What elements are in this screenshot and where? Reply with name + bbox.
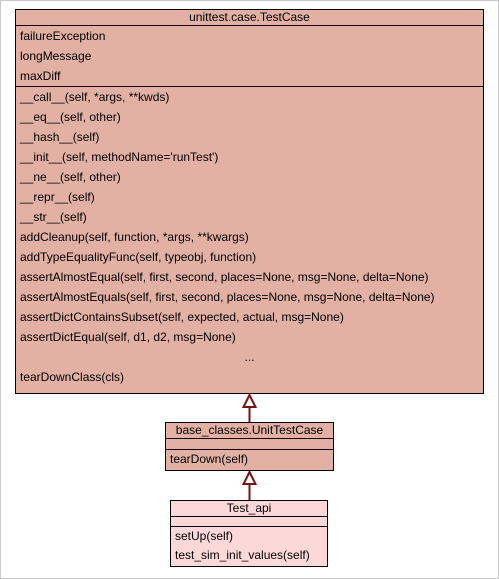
generalization-arrow [241,392,258,408]
method: __eq__(self, other) [20,110,121,124]
class-title: base_classes.UnitTestCase [166,423,333,439]
method: assertAlmostEquals(self, first, second, … [20,290,435,304]
class-unittestcase[interactable]: base_classes.UnitTestCase tearDown(self) [165,422,334,471]
method: tearDownClass(cls) [20,370,125,384]
methods-section: setUp(self) test_sim_init_values(self) [171,527,327,565]
method: assertDictEqual(self, d1, d2, msg=None) [20,330,236,344]
method: assertAlmostEqual(self, first, second, p… [20,270,429,284]
attributes-section: failureException longMessage maxDiff [16,26,483,87]
method: assertDictContainsSubset(self, expected,… [20,310,344,324]
class-title: unittest.case.TestCase [16,10,483,26]
method: __hash__(self) [20,130,100,144]
method: __str__(self) [20,210,87,224]
method: addCleanup(self, function, *args, **kwar… [20,230,249,244]
methods-section: __call__(self, *args, **kwds) __eq__(sel… [16,87,483,387]
method: test_sim_init_values(self) [175,548,310,562]
attributes-section [171,517,327,527]
method: setUp(self) [175,529,234,543]
class-testapi[interactable]: Test_api setUp(self) test_sim_init_value… [170,500,328,567]
method: tearDown(self) [170,452,249,466]
attribute: failureException [20,29,106,43]
method: __init__(self, methodName='runTest') [20,150,219,164]
attribute: longMessage [20,49,92,63]
methods-section: tearDown(self) [166,450,333,469]
generalization-arrow [241,469,258,485]
attributes-section [166,439,333,450]
class-title: Test_api [171,501,327,517]
attribute: maxDiff [20,69,61,83]
method: __repr__(self) [20,190,95,204]
method: addTypeEqualityFunc(self, typeobj, funct… [20,250,257,264]
edge-unittestcase-to-testcase [241,392,258,422]
edge-testapi-to-unittestcase [241,469,258,500]
method-ellipsis: ... [244,350,255,364]
method: __call__(self, *args, **kwds) [20,90,170,104]
method: __ne__(self, other) [20,170,121,184]
